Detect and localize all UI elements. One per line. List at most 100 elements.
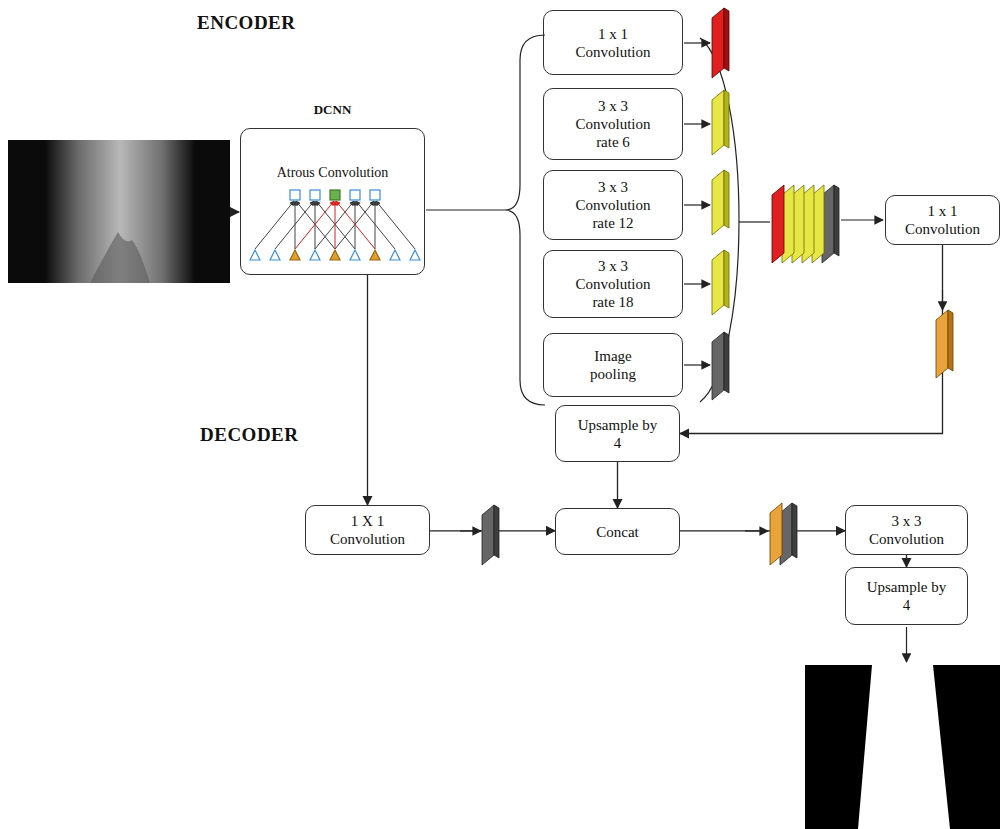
feature-side (724, 170, 729, 228)
input-triangle (310, 250, 320, 260)
connector-arrow (680, 245, 943, 434)
feature-side (724, 332, 729, 393)
atrous-line (375, 201, 376, 249)
gray-arrow (460, 530, 481, 531)
feature-side (724, 8, 729, 71)
atrous-line (376, 201, 415, 249)
input-triangle-active (330, 250, 340, 260)
box-label: Upsample by 4 (578, 416, 658, 452)
feature-map-yellow (712, 90, 729, 315)
connector-arrow (617, 462, 618, 508)
box-label: 3 x 3 Convolution rate 6 (573, 97, 653, 151)
input-triangle (350, 250, 360, 260)
box-heading: DCNN (241, 102, 424, 118)
output-square (370, 190, 380, 200)
upsample-box: Upsample by 4 (555, 405, 680, 462)
feature-side (834, 185, 839, 256)
atrous-inputs (250, 250, 420, 260)
atrous-line-red (295, 201, 334, 249)
input-triangle-active (290, 250, 300, 260)
feature-face (712, 170, 724, 235)
orange-arrow (942, 290, 943, 310)
atrous-line (356, 201, 395, 249)
atrous-outputs (290, 190, 380, 200)
conv-box: 3 x 3 Convolution (845, 505, 968, 555)
input-image-shade (90, 232, 150, 283)
atrous-conv-box: 3 x 3 Convolution rate 12 (543, 170, 683, 240)
output-mask (805, 665, 1000, 829)
branch-arrow (684, 204, 710, 205)
input-image-arm (45, 140, 195, 283)
conv-box: 1 x 1 Convolution (543, 10, 683, 75)
feature-face (712, 250, 724, 315)
atrous-line-red (336, 201, 375, 249)
concat-box: Concat (555, 508, 680, 555)
input-triangle (410, 250, 420, 260)
section-label: ENCODER (197, 12, 296, 34)
box-label: 3 x 3 Convolution rate 18 (573, 257, 653, 311)
branch-arrow (684, 123, 710, 124)
feature-map-gray (712, 332, 729, 400)
input-arrow (231, 211, 239, 212)
feature-side (724, 90, 729, 148)
feature-face (772, 185, 784, 263)
connector-arrow (906, 555, 907, 567)
upsample-box: Upsample by 4 (845, 567, 968, 625)
output-mask-region (858, 665, 950, 829)
feature-face (712, 90, 724, 155)
dcnn-box: DCNNAtrous Convolution (240, 128, 425, 275)
feature-side (948, 310, 953, 371)
feature-face (482, 505, 494, 565)
output-square (290, 190, 300, 200)
feature-face (712, 8, 724, 78)
branch-arrow (684, 364, 710, 365)
box-label: 3 x 3 Convolution (867, 512, 947, 548)
feature-side (792, 503, 797, 558)
dcnn-to-aspp-line (426, 209, 505, 210)
brace-to-stack-line (739, 221, 770, 222)
atrous-conv-box: 3 x 3 Convolution rate 18 (543, 250, 683, 318)
connector-arrow (367, 275, 368, 505)
branch-arrow (684, 283, 710, 284)
input-triangle (390, 250, 400, 260)
output-arrow (906, 627, 907, 662)
atrous-line (315, 201, 354, 249)
box-label: 3 x 3 Convolution rate 12 (573, 178, 653, 232)
feature-side (494, 505, 499, 558)
feature-map-gray (482, 505, 499, 565)
feature-side (724, 250, 729, 308)
box-label: Concat (596, 523, 639, 541)
output-square (350, 190, 360, 200)
input-triangle (250, 250, 260, 260)
atrous-line (316, 201, 355, 249)
feature-face (712, 332, 724, 400)
output-square-active (330, 190, 340, 200)
box-label: 1 X 1 Convolution (328, 512, 408, 548)
output-square (310, 190, 320, 200)
pooling-box: Image pooling (543, 333, 683, 397)
right-brace (700, 38, 739, 402)
input-triangle (270, 250, 280, 260)
concat-stack (772, 185, 839, 263)
box-label: Upsample by 4 (867, 578, 947, 614)
box-label: 1 x 1 Convolution (573, 25, 653, 61)
atrous-line (255, 201, 294, 249)
atrous-line (275, 201, 314, 249)
left-brace (505, 35, 545, 405)
atrous-line-red (335, 201, 336, 249)
input-image (8, 140, 230, 283)
connector-arrow (680, 530, 845, 531)
feature-face (770, 503, 782, 565)
conv-box: 1 x 1 Convolution (885, 195, 1000, 245)
atrous-line (296, 201, 335, 249)
feature-face (936, 310, 948, 378)
conv-box: 1 X 1 Convolution (305, 505, 430, 555)
box-label: 1 x 1 Convolution (903, 202, 983, 238)
stack-arrow (841, 219, 883, 220)
concat-out-arrow (745, 530, 768, 531)
atrous-line (335, 201, 374, 249)
atrous-lines (255, 201, 415, 249)
box-label: Atrous Convolution (277, 165, 389, 182)
box-label: Image pooling (573, 347, 653, 383)
